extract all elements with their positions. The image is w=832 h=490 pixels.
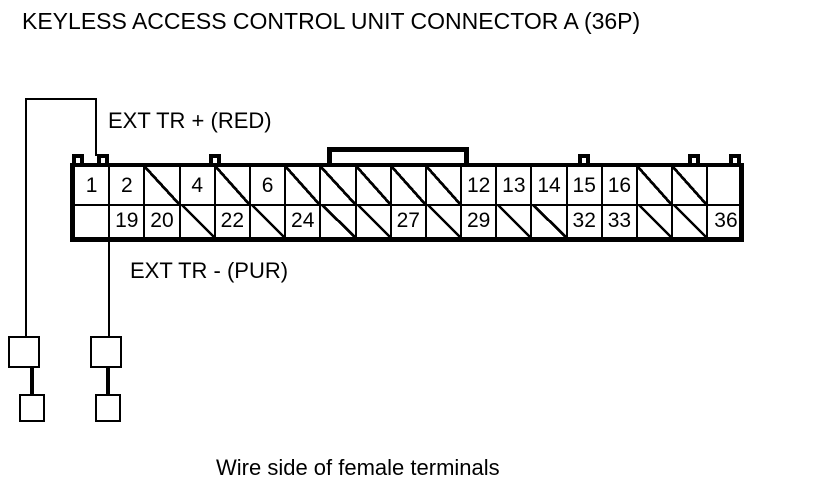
pin-cavity-14: 14 [532, 167, 568, 204]
pin-cavity-unused-1-13 [532, 204, 568, 237]
terminal-stem [106, 368, 110, 396]
pin-cavity-unused-1-12 [497, 204, 533, 237]
wire-ext-tr-plus-vertical-up [95, 98, 97, 156]
locking-tab-2 [97, 154, 109, 164]
pin-cavity-unused-1-5 [250, 204, 287, 237]
pin-cavity-unused-0-9 [391, 167, 427, 204]
pin-cavity-unused-0-16 [638, 167, 674, 204]
connector-shell-right-wall [739, 163, 744, 242]
pin-cavity-unused-0-10 [426, 167, 463, 204]
pin-cavity-unused-1-17 [673, 204, 709, 237]
pin-cavity-6: 6 [251, 167, 287, 204]
label-ext-tr-minus: EXT TR - (PUR) [130, 258, 289, 283]
pin-cavity-13: 13 [497, 167, 533, 204]
pin-cavity-27: 27 [392, 204, 427, 237]
pin-cavity-unused-1-7 [321, 204, 357, 237]
terminal-body-large [8, 336, 40, 368]
pin-cavity-unused-0-8 [356, 167, 392, 204]
pin-cavity-2: 2 [110, 167, 146, 204]
pin-cavity-24: 24 [286, 204, 322, 237]
pin-cavity-29: 29 [462, 204, 498, 237]
pin-cavity-19: 19 [110, 204, 146, 237]
label-ext-tr-plus: EXT TR + (RED) [108, 108, 272, 133]
locking-tab-1 [72, 154, 84, 164]
pin-cavity-16: 16 [603, 167, 638, 204]
pin-cavity-32: 32 [568, 204, 603, 237]
terminal-body-large [90, 336, 122, 368]
pin-cavity-unused-0-4 [215, 167, 251, 204]
pin-cavity-33: 33 [603, 204, 638, 237]
locking-tab-4 [578, 154, 590, 164]
pin-cavity-unused-1-8 [356, 204, 392, 237]
connector-shell-bottom-wall [70, 237, 744, 242]
pin-cavity-unused-0-2 [145, 167, 181, 204]
pin-cavity-36: 36 [714, 209, 738, 232]
terminal-body-small [19, 394, 45, 422]
connector-shell-left-wall [70, 163, 75, 242]
terminal-body-small [95, 394, 121, 422]
terminal-symbol-ext-tr-minus [90, 336, 130, 422]
locking-tab-5 [688, 154, 700, 164]
pin-cavity-blank-1-0 [75, 204, 111, 237]
pin-cavity-unused-1-10 [426, 204, 463, 237]
pin-cavity-22: 22 [216, 204, 251, 237]
wire-ext-tr-plus-horizontal [25, 98, 97, 100]
pin-cavity-12: 12 [462, 167, 498, 204]
pin-cavity-20: 20 [145, 204, 181, 237]
caption-wire-side: Wire side of female terminals [216, 455, 500, 480]
pin-cavity-unused-0-6 [286, 167, 322, 204]
connector-latch-bracket [327, 147, 469, 167]
pin-cavity-4: 4 [181, 167, 216, 204]
page-title: KEYLESS ACCESS CONTROL UNIT CONNECTOR A … [22, 8, 641, 34]
pin-cavity-blank-0-18 [708, 167, 743, 204]
pin-cavity-unused-1-16 [638, 204, 674, 237]
terminal-stem [30, 368, 34, 396]
connector-shell-top-edge [70, 163, 744, 167]
pin-cavity-unused-0-17 [673, 167, 709, 204]
wire-ext-tr-minus-vertical [108, 242, 110, 336]
wire-ext-tr-plus-vertical-down [25, 98, 27, 336]
terminal-symbol-ext-tr-plus [8, 336, 48, 422]
pin-cavity-15: 15 [568, 167, 603, 204]
locking-tab-6 [729, 154, 741, 164]
locking-tab-3 [209, 154, 221, 164]
pin-cavity-unused-0-7 [321, 167, 357, 204]
pin-cavity-unused-1-3 [180, 204, 216, 237]
pin-cavity-1: 1 [75, 167, 111, 204]
